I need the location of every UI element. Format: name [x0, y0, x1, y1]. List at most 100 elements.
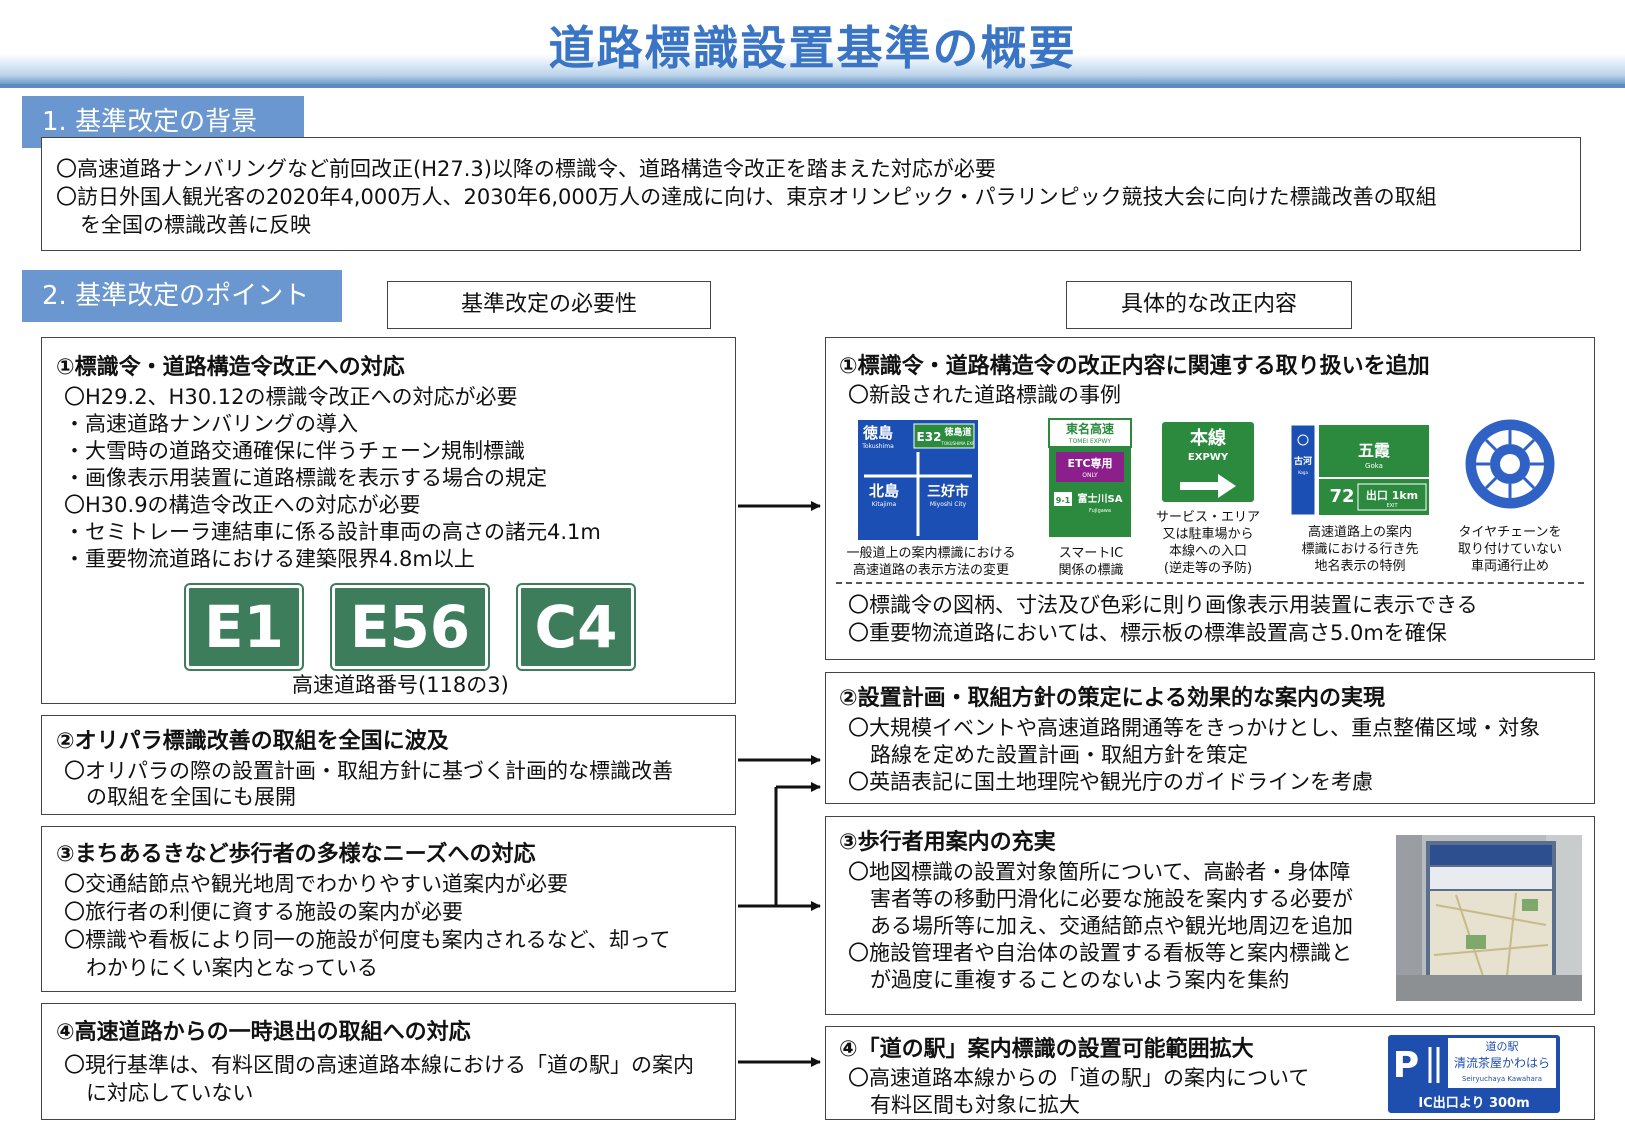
left-point-4: ④高速道路からの一時退出の取組への対応 〇現行基準は、有料区間の高速道路本線にお… — [41, 1003, 736, 1120]
right-point-3-line: 害者等の移動円滑化に必要な施設を案内する必要が — [870, 887, 1353, 911]
left-point-1-title: ①標識令・道路構造令改正への対応 — [56, 355, 405, 380]
expressway-guide-sign-icon: 徳島 Tokushima E32 徳島道 TOKUSHIMA EXP 北島 Ki… — [856, 418, 980, 542]
svg-text:清流茶屋かわはら: 清流茶屋かわはら — [1454, 1055, 1550, 1070]
left-point-1-line: ・大雪時の道路交通確保に伴うチェーン規制標識 — [64, 439, 525, 463]
svg-text:IC出口より 300m: IC出口より 300m — [1418, 1095, 1529, 1111]
svg-text:本線: 本線 — [1190, 427, 1226, 449]
svg-text:72: 72 — [1329, 486, 1354, 507]
wrong-way-prevention-sign-icon: 本線 EXPWY — [1160, 420, 1256, 504]
svg-text:ETC専用: ETC専用 — [1067, 456, 1112, 470]
svg-text:P: P — [1393, 1045, 1419, 1086]
sign-caption-3: サービス・エリア 又は駐車場から 本線への入口 (逆走等の予防) — [1155, 510, 1260, 576]
right-point-2: ②設置計画・取組方針の策定による効果的な案内の実現 〇大規模イベントや高速道路開… — [825, 672, 1595, 804]
left-point-2: ②オリパラ標識改善の取組を全国に波及 〇オリパラの際の設置計画・取組方針に基づく… — [41, 715, 736, 815]
smart-ic-sign-icon: 東名高速 TOMEI EXPWY ETC専用 ONLY 9-1 富士川SA Fu… — [1048, 418, 1132, 537]
svg-text:徳島道: 徳島道 — [943, 426, 971, 438]
pedestrian-map-sign-photo — [1396, 835, 1582, 1001]
svg-text:EXIT: EXIT — [1386, 503, 1398, 509]
svg-text:9-1: 9-1 — [1056, 496, 1071, 505]
left-point-2-title: ②オリパラ標識改善の取組を全国に波及 — [56, 729, 449, 754]
sign-caption-4: 高速道路上の案内 標識における行き先 地名表示の特例 — [1301, 525, 1419, 574]
svg-text:Goka: Goka — [1365, 462, 1383, 470]
right-point-4-line: 有料区間も対象に拡大 — [870, 1093, 1080, 1117]
left-point-1-line: 〇H29.2、H30.12の標識令改正への対応が必要 — [64, 385, 518, 409]
svg-text:道の駅: 道の駅 — [1486, 1039, 1519, 1053]
right-point-2-line: 路線を定めた設置計画・取組方針を策定 — [870, 743, 1248, 767]
necessity-label: 基準改定の必要性 — [387, 281, 711, 329]
svg-text:徳島: 徳島 — [862, 424, 893, 442]
right-point-3-line: 〇施設管理者や自治体の設置する看板等と案内標識と — [848, 941, 1352, 965]
left-point-1-line: ・高速道路ナンバリングの導入 — [64, 412, 358, 436]
svg-text:三好市: 三好市 — [927, 483, 969, 500]
svg-text:東名高速: 東名高速 — [1066, 421, 1114, 436]
right-point-3-line: ある場所等に加え、交通結節点や観光地周辺を追加 — [870, 914, 1353, 938]
right-point-1-line: 〇重要物流道路においては、標示板の標準設置高さ5.0mを確保 — [848, 621, 1447, 645]
right-point-4-title: ④「道の駅」案内標識の設置可能範囲拡大 — [839, 1037, 1254, 1062]
section1-line-1: 〇高速道路ナンバリングなど前回改正(H27.3)以降の標識令、道路構造令改正を踏… — [56, 157, 996, 181]
left-point-4-line: に対応していない — [86, 1081, 254, 1105]
svg-text:ONLY: ONLY — [1082, 472, 1098, 479]
svg-text:EXPWY: EXPWY — [1188, 452, 1229, 463]
right-point-2-line: 〇大規模イベントや高速道路開通等をきっかけとし、重点整備区域・対象 — [848, 716, 1541, 740]
right-point-3-line: が過度に重複することのないよう案内を集約 — [870, 968, 1290, 992]
dashed-divider — [836, 582, 1584, 584]
details-label: 具体的な改正内容 — [1066, 281, 1352, 329]
left-point-1-line: 〇H30.9の構造令改正への対応が必要 — [64, 493, 421, 517]
svg-text:出口 1km: 出口 1km — [1366, 488, 1418, 502]
svg-text:E32: E32 — [917, 430, 942, 444]
section1-line-2: 〇訪日外国人観光客の2020年4,000万人、2030年6,000万人の達成に向… — [56, 185, 1437, 209]
sign-caption-5: タイヤチェーンを 取り付けていない 車両通行止め — [1457, 525, 1562, 574]
right-point-1-line: 〇標識令の図柄、寸法及び色彩に則り画像表示用装置に表示できる — [848, 593, 1478, 617]
right-point-4-line: 〇高速道路本線からの「道の駅」の案内について — [848, 1066, 1310, 1090]
page-title: 道路標識設置基準の概要 — [548, 21, 1077, 75]
connector-arrows — [738, 501, 821, 1067]
left-point-1: ①標識令・道路構造令改正への対応 〇H29.2、H30.12の標識令改正への対応… — [41, 337, 736, 704]
michi-no-eki-sign-icon: P 道の駅 清流茶屋かわはら Seiryuchaya Kawahara IC出口… — [1386, 1033, 1562, 1115]
svg-text:Seiryuchaya Kawahara: Seiryuchaya Kawahara — [1462, 1075, 1542, 1083]
svg-text:Miyoshi City: Miyoshi City — [930, 501, 967, 508]
svg-text:Tokushima: Tokushima — [861, 443, 894, 450]
svg-text:富士川SA: 富士川SA — [1078, 492, 1123, 505]
right-point-2-line: 〇英語表記に国土地理院や観光庁のガイドラインを考慮 — [848, 770, 1373, 794]
left-point-2-line: の取組を全国にも展開 — [86, 785, 296, 809]
left-point-1-line: ・画像表示用装置に道路標識を表示する場合の規定 — [64, 466, 547, 490]
route-number-badge: C4 — [518, 585, 634, 669]
right-point-1: ①標識令・道路構造令の改正内容に関連する取り扱いを追加 〇新設された道路標識の事… — [825, 337, 1595, 660]
left-point-4-line: 〇現行基準は、有料区間の高速道路本線における「道の駅」の案内 — [64, 1053, 694, 1077]
tire-chain-sign-icon — [1462, 416, 1558, 512]
route-number-caption: 高速道路番号(118の3) — [292, 673, 509, 697]
left-point-4-title: ④高速道路からの一時退出の取組への対応 — [56, 1020, 471, 1045]
destination-sign-icon: 古河 Koga 五霞 Goka 72 出口 1km EXIT — [1290, 424, 1429, 516]
section2-heading: 2. 基準改定のポイント — [22, 270, 342, 322]
svg-text:Koga: Koga — [1298, 470, 1308, 475]
svg-text:古河: 古河 — [1294, 455, 1312, 467]
left-point-3: ③まちあるきなど歩行者の多様なニーズへの対応 〇交通結節点や観光地周でわかりやす… — [41, 826, 736, 992]
left-point-1-line: ・重要物流道路における建築限界4.8m以上 — [64, 547, 475, 571]
right-point-4: ④「道の駅」案内標識の設置可能範囲拡大 〇高速道路本線からの「道の駅」の案内につ… — [825, 1026, 1595, 1120]
section1-box: 〇高速道路ナンバリングなど前回改正(H27.3)以降の標識令、道路構造令改正を踏… — [41, 137, 1581, 251]
left-point-3-line: 〇旅行者の利便に資する施設の案内が必要 — [64, 900, 463, 924]
right-point-3: ③歩行者用案内の充実 〇地図標識の設置対象箇所について、高齢者・身体障 害者等の… — [825, 816, 1595, 1015]
svg-text:五霞: 五霞 — [1358, 441, 1391, 460]
sign-caption-1: 一般道上の案内標識における 高速道路の表示方法の変更 — [846, 546, 1016, 578]
title-band — [0, 54, 1625, 84]
left-point-3-line: 〇標識や看板により同一の施設が何度も案内されるなど、却って — [64, 928, 671, 952]
left-point-1-line: ・セミトレーラ連結車に係る設計車両の高さの諸元4.1m — [64, 520, 601, 544]
left-point-2-line: 〇オリパラの際の設置計画・取組方針に基づく計画的な標識改善 — [64, 759, 673, 783]
svg-text:TOMEI EXPWY: TOMEI EXPWY — [1068, 438, 1111, 445]
left-point-3-title: ③まちあるきなど歩行者の多様なニーズへの対応 — [56, 842, 536, 867]
svg-text:北島: 北島 — [869, 482, 899, 500]
svg-text:Kitajima: Kitajima — [872, 501, 897, 508]
svg-text:Fujigawa: Fujigawa — [1089, 508, 1111, 514]
svg-text:TOKUSHIMA EXP: TOKUSHIMA EXP — [941, 441, 975, 446]
left-point-3-line: わかりにくい案内となっている — [86, 956, 378, 980]
right-point-3-title: ③歩行者用案内の充実 — [839, 830, 1056, 855]
left-point-3-line: 〇交通結節点や観光地周でわかりやすい道案内が必要 — [64, 872, 568, 896]
right-point-1-subtitle: 〇新設された道路標識の事例 — [848, 383, 1121, 407]
right-point-3-line: 〇地図標識の設置対象箇所について、高齢者・身体障 — [848, 860, 1351, 884]
route-number-badge: E56 — [332, 585, 488, 669]
right-point-2-title: ②設置計画・取組方針の策定による効果的な案内の実現 — [839, 686, 1385, 711]
title-underline — [0, 84, 1625, 88]
right-point-1-title: ①標識令・道路構造令の改正内容に関連する取り扱いを追加 — [839, 354, 1430, 379]
section1-line-3: を全国の標識改善に反映 — [80, 213, 311, 237]
